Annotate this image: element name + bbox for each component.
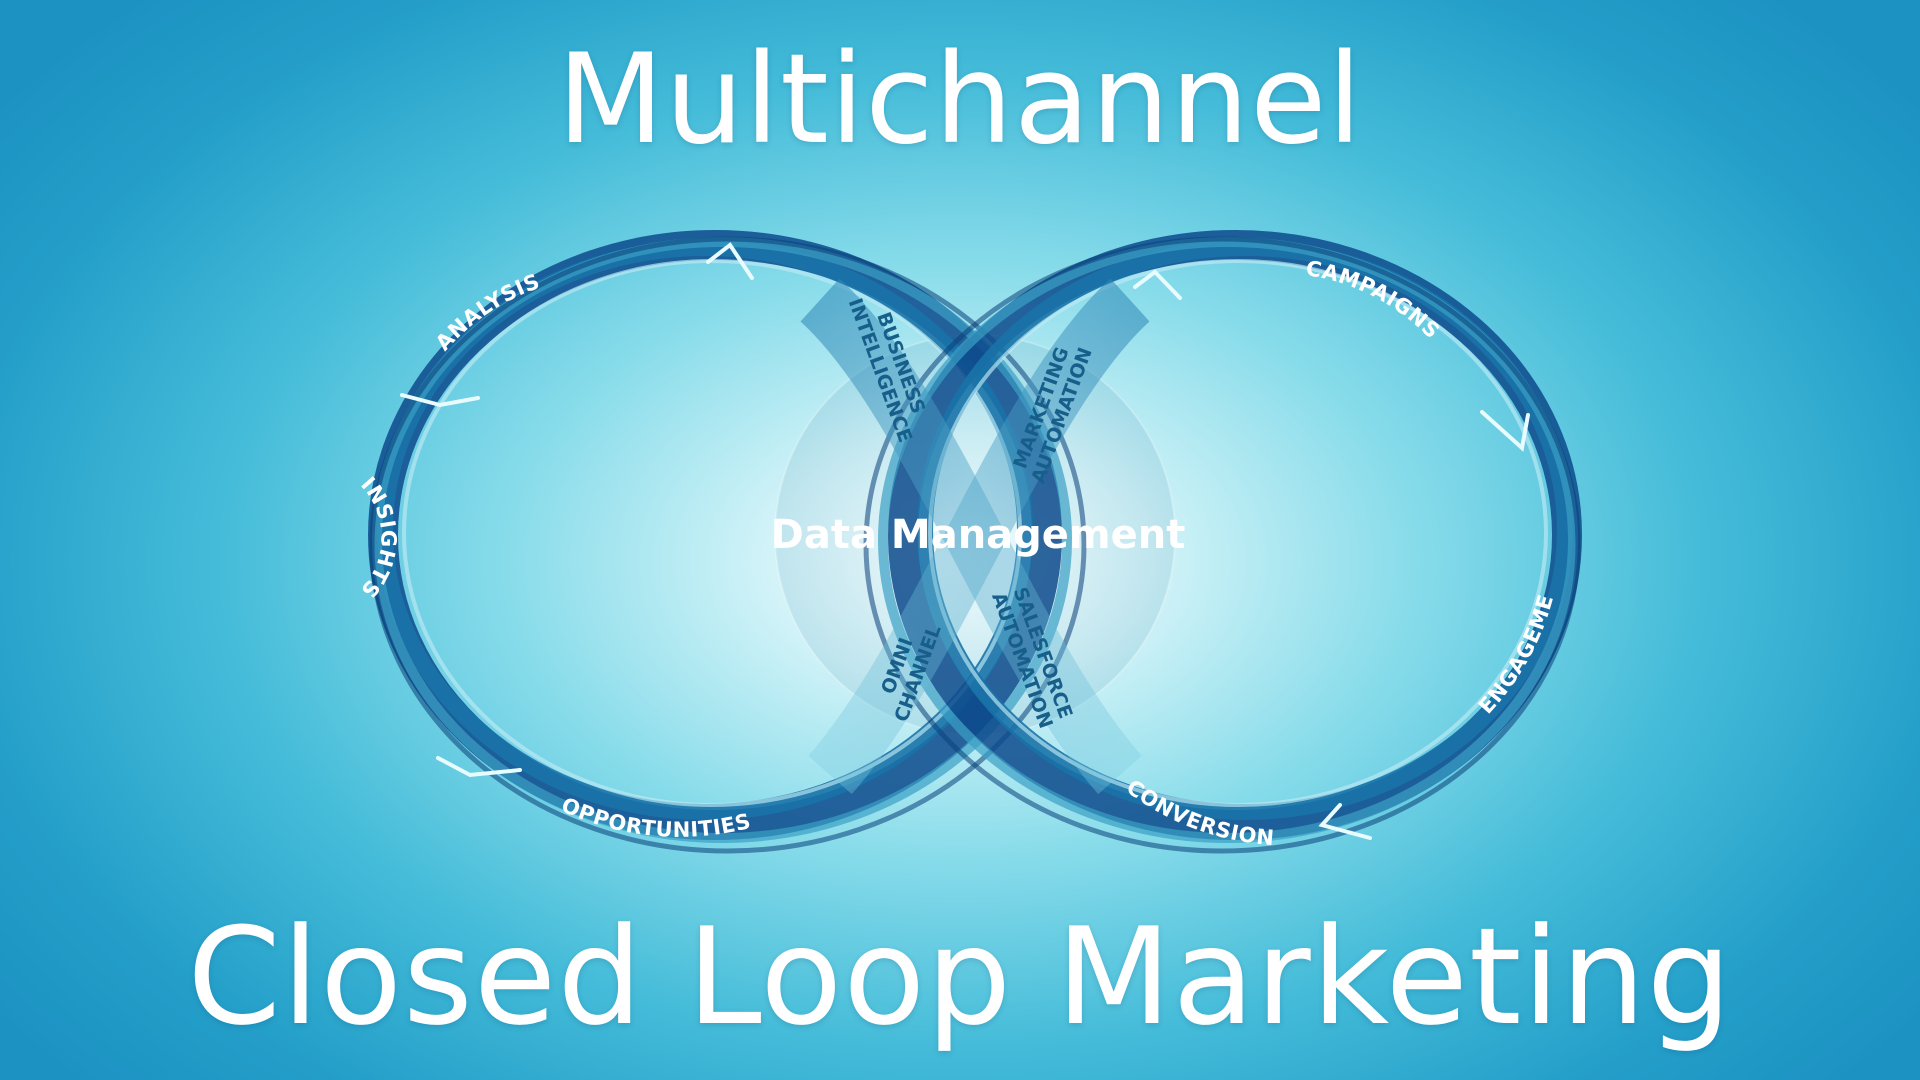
- crossing-ribbons: [800, 278, 1150, 795]
- left-loop: [368, 230, 1087, 854]
- stage-label-engagement: ENGAGEMENT: [0, 0, 1558, 718]
- stage-separators: [400, 242, 1530, 840]
- right-loop: [863, 230, 1582, 854]
- diagram-title: Multichannel: [557, 28, 1363, 172]
- diagram-subtitle: Closed Loop Marketing: [187, 899, 1733, 1055]
- center-label-data-management: Data Management: [771, 512, 1186, 558]
